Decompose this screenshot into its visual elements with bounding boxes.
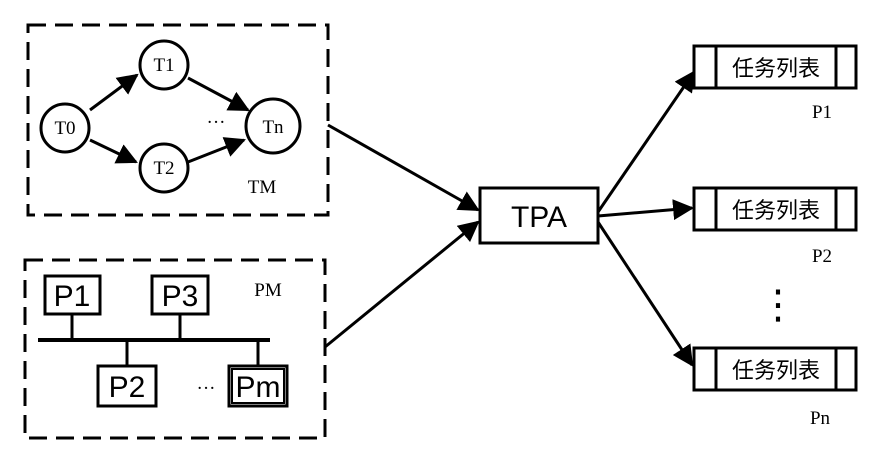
task-queue-2-text: 任务列表 xyxy=(732,199,820,224)
processor-model-label: PM xyxy=(254,280,282,301)
arrow-tpa-to-queue-3 xyxy=(596,221,694,367)
task-queue-2: 任务列表 xyxy=(692,186,858,232)
task-node-t1: T1 xyxy=(138,39,190,91)
task-queue-3-label: Pn xyxy=(810,408,831,429)
task-model-frame xyxy=(26,23,330,217)
arrow-tpa-to-queue-1 xyxy=(596,70,696,213)
task-node-t0-label: T0 xyxy=(54,118,75,139)
edge-t0-t1 xyxy=(89,73,139,112)
task-model-group: T0 T1 T2 Tn ··· TM xyxy=(26,23,330,217)
edge-t1-tn xyxy=(187,76,250,112)
task-node-t1-label: T1 xyxy=(153,55,174,76)
task-node-t2-label: T2 xyxy=(153,158,174,179)
processor-p1: P1 xyxy=(43,274,102,316)
processor-p2: P2 xyxy=(96,364,158,408)
processor-model-frame xyxy=(23,258,327,440)
arrow-pm-to-tpa xyxy=(324,220,480,349)
tpa-label: TPA xyxy=(511,201,567,234)
task-node-t0: T0 xyxy=(39,102,91,154)
processor-model-group: P1 P3 P2 Pm ··· PM xyxy=(23,258,327,440)
processor-pm-label: Pm xyxy=(236,371,281,404)
tpa-box: TPA xyxy=(478,186,600,245)
task-queue-1-text: 任务列表 xyxy=(732,57,820,82)
processor-p3-label: P3 xyxy=(162,280,199,313)
processor-p2-label: P2 xyxy=(109,371,146,404)
task-node-tn-label: Tn xyxy=(262,117,284,138)
task-node-tn: Tn xyxy=(244,97,302,155)
task-queue-1-label: P1 xyxy=(812,102,832,123)
edge-t2-tn xyxy=(187,137,246,164)
task-queue-1: 任务列表 xyxy=(692,44,858,90)
processor-pm: Pm xyxy=(227,364,289,408)
task-queue-3: 任务列表 xyxy=(692,346,858,392)
task-queue-3-text: 任务列表 xyxy=(732,359,820,384)
processor-p1-label: P1 xyxy=(54,280,91,313)
task-queue-2-label: P2 xyxy=(812,246,832,267)
arrow-tpa-to-queue-2 xyxy=(597,199,695,221)
queue-vertical-ellipsis: ⋮ xyxy=(758,282,798,328)
processor-p3: P3 xyxy=(150,274,210,316)
task-node-t2: T2 xyxy=(138,142,190,194)
arrow-tm-to-tpa xyxy=(327,123,480,212)
task-model-label: TM xyxy=(248,177,277,198)
task-model-ellipsis: ··· xyxy=(207,112,226,133)
processor-model-ellipsis: ··· xyxy=(197,378,216,399)
edge-t0-t2 xyxy=(89,138,138,164)
